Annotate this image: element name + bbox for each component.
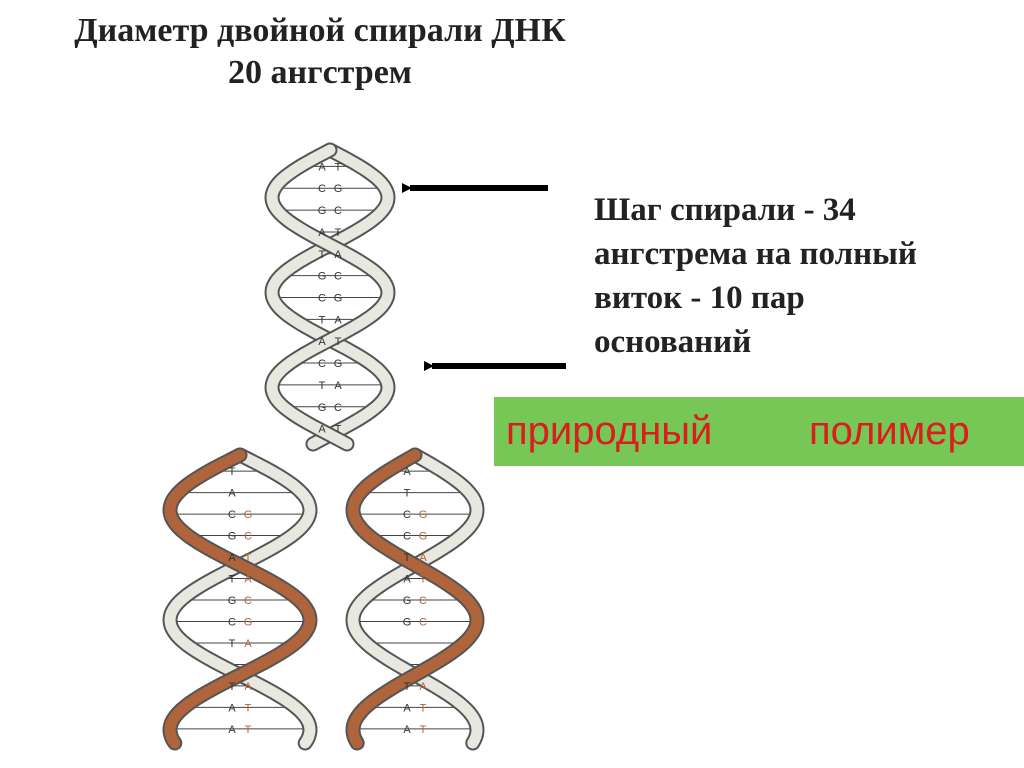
base-letter: G xyxy=(334,293,343,305)
base-letter: A xyxy=(244,638,252,650)
helix-pitch-label: Шаг спирали - 34 ангстрема на полный вит… xyxy=(594,188,1014,364)
base-letter: C xyxy=(419,595,427,607)
base-letter: T xyxy=(404,681,411,693)
base-letter: G xyxy=(228,595,237,607)
base-letter: T xyxy=(319,249,326,261)
base-letter: C xyxy=(334,205,342,217)
base-letter: T xyxy=(229,681,236,693)
base-letter: T xyxy=(420,574,427,586)
base-letter: C xyxy=(244,595,252,607)
base-letter: T xyxy=(420,724,427,736)
base-letter: C xyxy=(403,531,411,543)
base-letter: C xyxy=(334,402,342,414)
base-letter: T xyxy=(335,424,342,436)
base-letter: A xyxy=(334,249,342,261)
base-letter: G xyxy=(228,531,237,543)
polymer-word-1: природный xyxy=(506,409,713,453)
base-letter: A xyxy=(419,681,427,693)
base-letter: C xyxy=(318,183,326,195)
base-letter: A xyxy=(403,724,411,736)
base-letter: G xyxy=(419,531,428,543)
base-letter: A xyxy=(403,466,411,478)
base-letter: T xyxy=(229,574,236,586)
base-letter: C xyxy=(419,616,427,628)
base-letter: A xyxy=(228,702,236,714)
daughter-right-helix-strand-b xyxy=(347,449,483,749)
parent-helix-strand-a xyxy=(266,144,394,450)
base-letter: G xyxy=(244,509,253,521)
base-letter: A xyxy=(244,681,252,693)
base-letter: A xyxy=(318,227,326,239)
pitch-line-2: ангстрема на полный xyxy=(594,236,917,272)
base-letter: T xyxy=(245,702,252,714)
natural-polymer-banner: природный полимер xyxy=(494,397,1024,466)
base-letter: G xyxy=(419,509,428,521)
base-letter: G xyxy=(318,271,327,283)
base-letter: G xyxy=(334,358,343,370)
base-letter: C xyxy=(334,271,342,283)
base-letter: G xyxy=(318,402,327,414)
base-letter: A xyxy=(403,702,411,714)
polymer-word-2: полимер xyxy=(809,409,970,453)
base-letter: G xyxy=(403,616,412,628)
daughter-left-helix-strand-b xyxy=(164,449,316,749)
pitch-line-4: оснований xyxy=(594,324,752,360)
base-letter: T xyxy=(245,724,252,736)
base-letter: T xyxy=(404,552,411,564)
daughter-right-helix-strand-a xyxy=(347,449,483,749)
title-line-2: 20 ангстрем xyxy=(228,54,412,91)
daughter-left-helix-strand-a xyxy=(164,449,316,749)
parent-helix-strand-b xyxy=(266,144,394,450)
base-letter: G xyxy=(318,205,327,217)
base-letter: A xyxy=(228,552,236,564)
pitch-line-3: виток - 10 пар xyxy=(594,280,805,316)
base-letter: A xyxy=(318,424,326,436)
base-letter: T xyxy=(245,552,252,564)
base-letter: A xyxy=(334,314,342,326)
base-letter: T xyxy=(229,638,236,650)
base-letter: T xyxy=(335,227,342,239)
base-letter: A xyxy=(244,574,252,586)
base-letter: C xyxy=(318,293,326,305)
base-letter: T xyxy=(420,702,427,714)
base-letter: A xyxy=(228,488,236,500)
base-letter: C xyxy=(403,509,411,521)
diagram-title: Диаметр двойной спирали ДНК 20 ангстрем xyxy=(0,10,640,94)
base-letter: T xyxy=(319,314,326,326)
base-letter: C xyxy=(318,358,326,370)
base-letter: A xyxy=(334,380,342,392)
base-letter: T xyxy=(335,336,342,348)
base-letter: G xyxy=(334,183,343,195)
base-letter: T xyxy=(229,466,236,478)
base-letter: A xyxy=(318,161,326,173)
pitch-line-1: Шаг спирали - 34 xyxy=(594,192,856,228)
base-letter: G xyxy=(244,616,253,628)
base-letter: T xyxy=(319,380,326,392)
base-letter: T xyxy=(404,488,411,500)
base-letter: A xyxy=(403,574,411,586)
base-letter: C xyxy=(244,531,252,543)
helix-strands xyxy=(162,142,485,751)
base-letter: G xyxy=(403,595,412,607)
base-letter: A xyxy=(318,336,326,348)
base-letter: A xyxy=(419,552,427,564)
title-line-1: Диаметр двойной спирали ДНК xyxy=(74,12,566,49)
base-letter: C xyxy=(228,509,236,521)
base-letter: C xyxy=(228,616,236,628)
base-letter: T xyxy=(335,161,342,173)
base-letter: A xyxy=(228,724,236,736)
